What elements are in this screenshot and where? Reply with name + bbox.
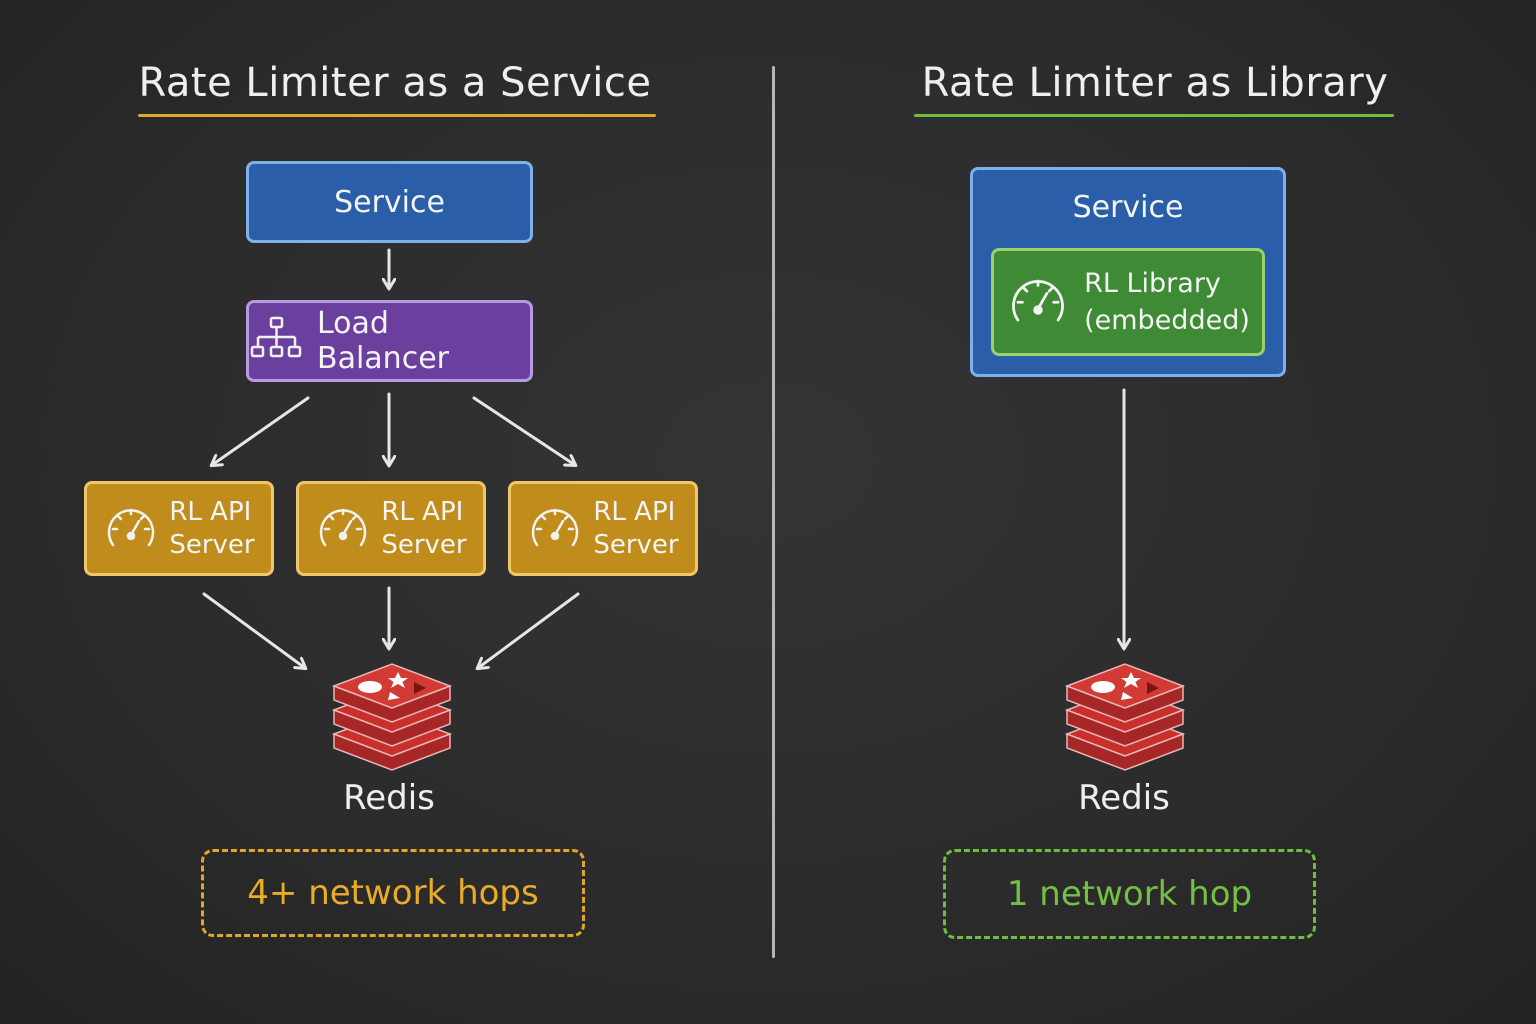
gauge-icon: [1006, 271, 1070, 333]
right-title-underline: [914, 114, 1394, 117]
right-title: Rate Limiter as Library: [921, 60, 1389, 106]
rl-api-server-1: RL API Server: [84, 481, 274, 576]
left-title: Rate Limiter as a Service: [138, 60, 652, 106]
left-service-label: Service: [334, 184, 445, 220]
redis-icon: [1063, 660, 1187, 776]
gauge-icon: [103, 501, 159, 557]
left-hops-label: 4+ network hops: [247, 873, 539, 913]
load-balancer-label: Load Balancer: [317, 306, 449, 376]
rl-library-label: RL Library (embedded): [1084, 268, 1250, 336]
arrow-lb-to-server-3: [472, 396, 575, 465]
left-redis-label: Redis: [343, 778, 435, 818]
load-balancer-box: Load Balancer: [246, 300, 533, 382]
rl-api-server-3-label: RL API Server: [593, 496, 679, 560]
left-hops-badge: 4+ network hops: [201, 849, 585, 937]
gauge-icon: [527, 501, 583, 557]
left-title-underline: [138, 114, 656, 117]
arrow-server-3-to-redis: [478, 592, 580, 668]
arrow-server-1-to-redis: [202, 592, 305, 668]
left-service-box: Service: [246, 161, 533, 243]
right-hops-label: 1 network hop: [1006, 874, 1253, 914]
network-hierarchy-icon: [249, 315, 305, 367]
rl-api-server-3: RL API Server: [508, 481, 698, 576]
center-divider: [772, 66, 775, 958]
redis-icon: [330, 660, 454, 776]
rl-api-server-2-label: RL API Server: [381, 496, 467, 560]
rl-api-server-2: RL API Server: [296, 481, 486, 576]
rl-api-server-1-label: RL API Server: [169, 496, 255, 560]
rl-library-box: RL Library (embedded): [991, 248, 1265, 356]
right-redis-label: Redis: [1078, 778, 1170, 818]
right-service-label: Service: [1072, 190, 1184, 225]
right-hops-badge: 1 network hop: [943, 849, 1316, 939]
arrow-lb-to-server-1: [212, 396, 310, 465]
gauge-icon: [315, 501, 371, 557]
